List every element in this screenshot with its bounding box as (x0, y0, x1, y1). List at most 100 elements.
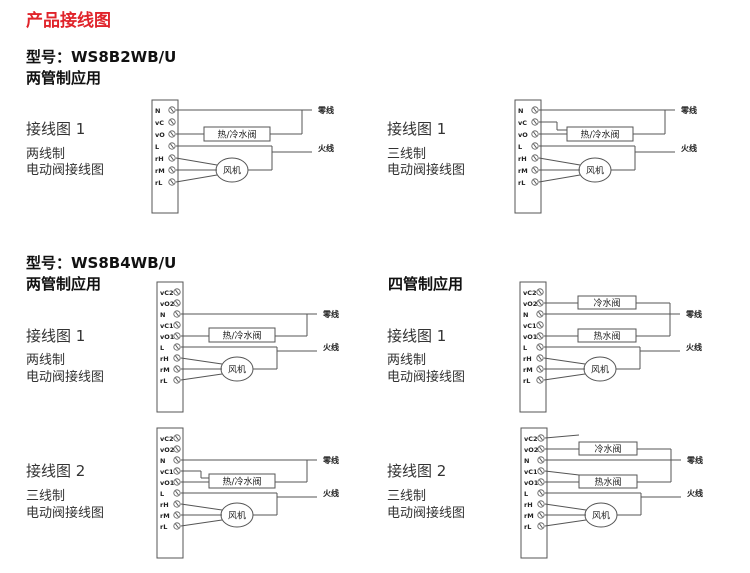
terminal-label: L (523, 344, 527, 352)
terminal-screw-slot (539, 435, 543, 441)
terminal-screw-slot (175, 377, 179, 383)
cold-valve-label: 冷水阀 (593, 297, 620, 309)
cold-valve-label: 冷水阀 (594, 443, 621, 455)
hot-valve-label: 热水阀 (593, 330, 620, 342)
caption-two-wire-a: 两线制 (26, 147, 66, 162)
terminal-label: vO2 (160, 446, 174, 454)
terminal-screw-slot (539, 468, 543, 474)
caption-valve-e: 电动阀接线图 (26, 506, 105, 521)
caption-diagram-1c: 接线图 1 (26, 327, 86, 345)
live-label: 火线 (323, 488, 339, 498)
terminal-label: rM (160, 512, 170, 520)
terminal-label: vC2 (160, 289, 174, 297)
live-label: 火线 (687, 488, 703, 498)
terminal-screw-slot (175, 322, 179, 328)
terminal-screw-slot (175, 446, 179, 452)
caption-two-wire-d: 两线制 (387, 353, 427, 368)
terminal-screw-slot (538, 344, 542, 350)
terminal-label: vO1 (524, 479, 539, 487)
terminal-screw-slot (538, 333, 542, 339)
terminal-label: N (160, 457, 165, 465)
terminal-label: vO2 (523, 300, 537, 308)
caption-valve-c: 电动阀接线图 (26, 370, 105, 385)
fan-wire (180, 373, 223, 381)
live-label: 火线 (686, 342, 702, 352)
terminal-label: rL (523, 377, 530, 385)
terminal-label: vO1 (160, 479, 175, 487)
fan-wire (538, 174, 581, 183)
terminal-label: N (518, 107, 523, 115)
terminal-label: rM (524, 512, 534, 520)
hot-valve-label: 热水阀 (594, 476, 621, 488)
hot-cold-valve-label: 热/冷水阀 (222, 476, 261, 488)
caption-diagram-2f: 接线图 2 (387, 462, 447, 480)
terminal-label: rH (524, 501, 533, 509)
terminal-label: rH (518, 155, 527, 163)
terminal-screw-slot (170, 107, 174, 113)
terminal-screw-slot (175, 435, 179, 441)
terminal-screw-slot (170, 131, 174, 137)
terminal-label: L (160, 344, 164, 352)
terminal-label: L (524, 490, 528, 498)
terminal-screw-slot (175, 457, 179, 463)
caption-valve-a: 电动阀接线图 (26, 163, 105, 178)
fan-wire (175, 157, 218, 166)
terminal-label: rL (160, 523, 167, 531)
terminal-label: L (160, 490, 164, 498)
terminal-screw-slot (170, 167, 174, 173)
terminal-screw-slot (170, 155, 174, 161)
terminal-screw-slot (533, 131, 537, 137)
terminal-screw-slot (539, 512, 543, 518)
terminal-label: rL (155, 179, 162, 187)
terminal-label: rM (523, 366, 533, 374)
hot-cold-valve-box (208, 327, 276, 343)
fan-wire (180, 519, 223, 527)
terminal-label: rM (518, 167, 528, 175)
terminal-screw-slot (539, 490, 543, 496)
caption-valve-b: 电动阀接线图 (387, 163, 466, 178)
terminal-label: N (155, 107, 160, 115)
caption-three-wire-e: 三线制 (26, 489, 66, 504)
terminal-screw-slot (538, 311, 542, 317)
fan-wire (180, 503, 223, 511)
neutral-label: 零线 (680, 105, 697, 115)
fan-wire (175, 174, 218, 183)
terminal-screw-slot (533, 155, 537, 161)
caption-diagram-1a: 接线图 1 (26, 120, 86, 138)
neutral-label: 零线 (322, 455, 339, 465)
terminal-screw-slot (175, 300, 179, 306)
terminal-screw-slot (538, 300, 542, 306)
terminal-label: N (524, 457, 529, 465)
model-heading-1: 型号：WS8B2WB/U (26, 48, 177, 66)
caption-two-wire-c: 两线制 (26, 353, 66, 368)
terminal-screw-slot (538, 355, 542, 361)
terminal-screw-slot (170, 179, 174, 185)
terminal-screw-slot (533, 143, 537, 149)
terminal-screw-slot (175, 490, 179, 496)
terminal-screw-slot (539, 479, 543, 485)
fan-wire (543, 357, 586, 365)
terminal-label: rL (160, 377, 167, 385)
terminal-label: rH (160, 355, 169, 363)
terminal-label: vC1 (524, 468, 538, 476)
neutral-label: 零线 (686, 455, 703, 465)
caption-diagram-2e: 接线图 2 (26, 462, 86, 480)
terminal-screw-slot (175, 479, 179, 485)
terminal-label: vO1 (160, 333, 175, 341)
terminal-label: L (518, 143, 522, 151)
fan-label: 风机 (223, 165, 241, 177)
terminal-screw-slot (538, 377, 542, 383)
terminal-screw-slot (175, 355, 179, 361)
terminal-screw-slot (175, 501, 179, 507)
terminal-screw-slot (533, 179, 537, 185)
terminal-label: rL (518, 179, 525, 187)
terminal-label: rM (160, 366, 170, 374)
terminal-label: N (160, 311, 165, 319)
terminal-screw-slot (170, 119, 174, 125)
fan-wire (544, 519, 587, 527)
terminal-screw-slot (539, 457, 543, 463)
